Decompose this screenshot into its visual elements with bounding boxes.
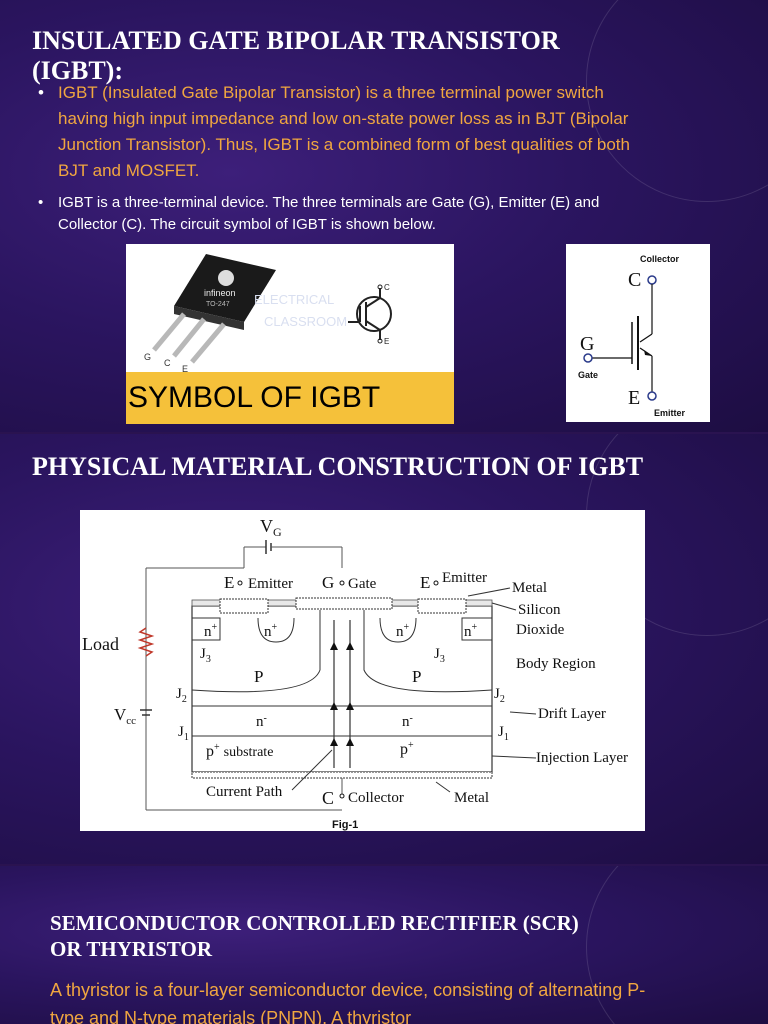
- label-n-plus-3: n+: [396, 622, 410, 640]
- label-c: C: [322, 788, 334, 808]
- label-vg: VG: [260, 516, 282, 539]
- slide2-title: PHYSICAL MATERIAL CONSTRUCTION OF IGBT: [32, 452, 644, 481]
- label-emitter2: Emitter: [442, 570, 487, 586]
- label-n-plus-2: n+: [264, 622, 278, 640]
- label-collector: Collector: [348, 790, 404, 806]
- label-j1-right: J1: [498, 724, 509, 743]
- label-load: Load: [82, 634, 119, 654]
- label-p-right: P: [412, 667, 421, 686]
- slide-igbt-construction: PHYSICAL MATERIAL CONSTRUCTION OF IGBT V…: [0, 434, 768, 864]
- figure-label: Fig-1: [332, 819, 358, 831]
- pin-label-e: E: [182, 364, 188, 372]
- label-current-path: Current Path: [206, 784, 283, 800]
- label-n-plus-4: n+: [464, 622, 478, 640]
- label-e2: E: [420, 573, 430, 592]
- package-brand: infineon: [204, 288, 236, 298]
- symbol-collector-label: Collector: [640, 254, 680, 264]
- symbol-emitter-label: Emitter: [654, 408, 686, 418]
- label-injection-layer: Injection Layer: [536, 750, 628, 766]
- label-vcc: Vcc: [114, 705, 136, 727]
- slide-igbt-intro: INSULATED GATE BIPOLAR TRANSISTOR (IGBT)…: [0, 0, 768, 432]
- package-type: TO-247: [206, 301, 230, 308]
- label-metal-top: Metal: [512, 580, 547, 596]
- watermark-line1: ELECTRICAL: [254, 292, 334, 307]
- label-n-plus-1: n+: [204, 622, 218, 640]
- construction-drawing: VG E Emitter G Gate E Emitter: [82, 516, 628, 831]
- thyristor-description: A thyristor is a four-layer semiconducto…: [50, 980, 646, 1024]
- pin-label-c: C: [164, 358, 171, 368]
- label-j3-left: J3: [200, 646, 211, 665]
- slide1-bullets: IGBT (Insulated Gate Bipolar Transistor)…: [38, 80, 653, 236]
- pin-label-g: G: [144, 352, 151, 362]
- label-e1: E: [224, 573, 234, 592]
- symbol-e: E: [628, 387, 640, 409]
- slide3-title-line1: SEMICONDUCTOR CONTROLLED RECTIFIER (SCR): [50, 911, 579, 935]
- symbol-small-c: C: [384, 283, 390, 292]
- igbt-circuit-symbol-image: Collector C G Gate E Emitter: [566, 244, 710, 422]
- igbt-construction-diagram: VG E Emitter G Gate E Emitter: [80, 510, 645, 831]
- label-emitter1: Emitter: [248, 576, 293, 592]
- label-n-minus-left: n-: [256, 713, 267, 730]
- bullet-igbt-definition: IGBT (Insulated Gate Bipolar Transistor)…: [38, 80, 653, 184]
- symbol-gate-label: Gate: [578, 370, 598, 380]
- slide-scr-thyristor: SEMICONDUCTOR CONTROLLED RECTIFIER (SCR)…: [0, 866, 768, 1024]
- label-dioxide: Dioxide: [516, 622, 565, 638]
- label-p-plus-substrate: p+substrate: [206, 742, 273, 760]
- slide3-title-line2: OR THYRISTOR: [50, 937, 213, 961]
- label-silicon: Silicon: [518, 602, 561, 618]
- label-p-plus-right: p+: [400, 740, 414, 758]
- symbol-small-e: E: [384, 337, 389, 346]
- label-j1-left: J1: [178, 724, 189, 743]
- label-j3-right: J3: [434, 646, 445, 665]
- label-metal-bottom: Metal: [454, 790, 489, 806]
- label-gate: Gate: [348, 576, 377, 592]
- watermark-line2: CLASSROOM: [264, 314, 347, 329]
- label-drift-layer: Drift Layer: [538, 706, 606, 722]
- symbol-c: C: [628, 269, 641, 291]
- label-g: G: [322, 573, 334, 592]
- igbt-package-drawing: infineon TO-247 G C E ELECTRICAL CLASSRO…: [144, 254, 392, 374]
- slide3-title: SEMICONDUCTOR CONTROLLED RECTIFIER (SCR)…: [50, 910, 670, 962]
- symbol-caption: SYMBOL OF IGBT: [126, 372, 454, 424]
- label-n-minus-right: n-: [402, 713, 413, 730]
- slide1-title: INSULATED GATE BIPOLAR TRANSISTOR (IGBT)…: [32, 26, 560, 85]
- igbt-symbol-small: C E: [348, 283, 392, 346]
- label-j2-right: J2: [494, 686, 505, 705]
- igbt-package-image: infineon TO-247 G C E ELECTRICAL CLASSRO…: [126, 244, 454, 424]
- bullet-igbt-terminals: IGBT is a three-terminal device. The thr…: [38, 192, 653, 236]
- label-p-left: P: [254, 667, 263, 686]
- igbt-circuit-symbol: Collector C G Gate E Emitter: [578, 254, 686, 418]
- label-body-region: Body Region: [516, 656, 596, 672]
- label-j2-left: J2: [176, 686, 187, 705]
- symbol-g: G: [580, 333, 594, 355]
